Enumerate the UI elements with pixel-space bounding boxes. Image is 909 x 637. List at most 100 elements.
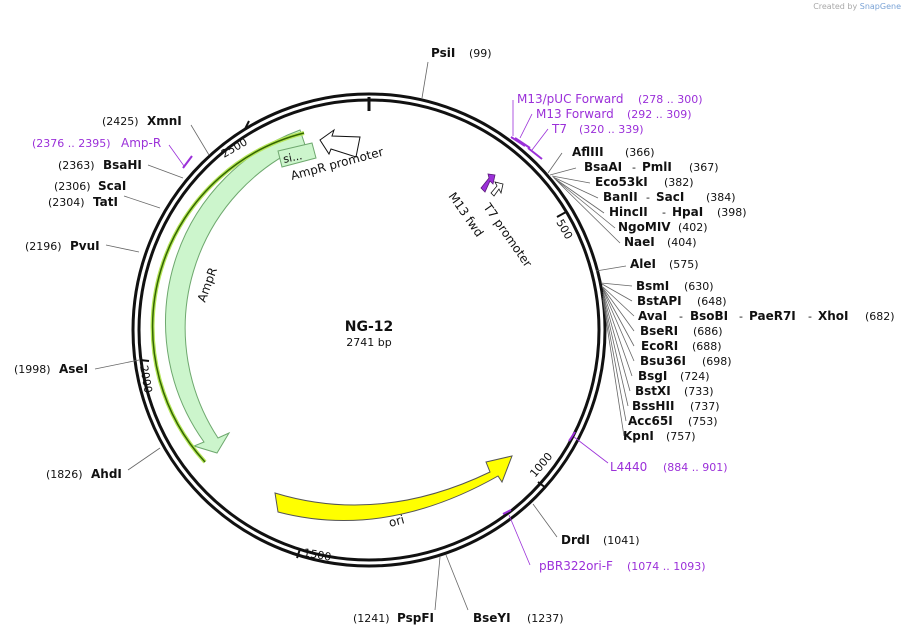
site-bsaai-name: BsaAI bbox=[584, 160, 622, 174]
m13-fwd-arrow bbox=[480, 173, 496, 193]
site-kpni-pos: (757) bbox=[666, 430, 696, 443]
site-scai-pos: (2306) bbox=[54, 180, 91, 193]
site-drdi-name: DrdI bbox=[561, 533, 590, 547]
site-bseri-name: BseRI bbox=[640, 324, 678, 338]
site-hpai-name: HpaI bbox=[672, 205, 703, 219]
tick-label-1000: 1000 bbox=[527, 450, 555, 480]
site-avai-name: AvaI bbox=[638, 309, 667, 323]
site-naei-pos: (404) bbox=[667, 236, 697, 249]
tick-1500: 1500 bbox=[296, 546, 332, 564]
primer-t7-name: T7 bbox=[551, 122, 567, 136]
snapgene-brand: SnapGene bbox=[859, 2, 901, 11]
primer-ampr-name: Amp-R bbox=[121, 136, 161, 150]
site-avai-pos: (682) bbox=[865, 310, 895, 323]
backbone-outer bbox=[131, 92, 607, 568]
site-afliii-pos: (366) bbox=[625, 146, 655, 159]
site-pspfi-name: PspFI bbox=[397, 611, 434, 625]
ampr-primer-line-dark bbox=[151, 132, 305, 463]
t7-promoter-arrow bbox=[490, 181, 504, 197]
site-pspfi-pos: (1241) bbox=[353, 612, 390, 625]
primer-l4440-range: (884 .. 901) bbox=[663, 461, 728, 474]
site-tati-pos: (2304) bbox=[48, 196, 85, 209]
site-alei-name: AleI bbox=[630, 257, 656, 271]
site-psii-pos: (99) bbox=[469, 47, 492, 60]
site-bstapi-name: BstAPI bbox=[637, 294, 682, 308]
site-bsmi-pos: (630) bbox=[684, 280, 714, 293]
site-ahdi-name: AhdI bbox=[91, 467, 122, 481]
primer-pbr-name: pBR322ori-F bbox=[539, 559, 613, 573]
site-xhoi-name: XhoI bbox=[818, 309, 849, 323]
plasmid-length: 2741 bp bbox=[346, 336, 391, 349]
site-afliii-name: AflIII bbox=[572, 145, 604, 159]
site-bsshii-name: BssHII bbox=[632, 399, 674, 413]
site-bseyi-name: BseYI bbox=[473, 611, 511, 625]
site-hincii-pos: (398) bbox=[717, 206, 747, 219]
plasmid-name: NG-12 bbox=[345, 319, 394, 335]
site-bsahi-name: BsaHI bbox=[103, 158, 142, 172]
site-bsaai-pos: (367) bbox=[689, 161, 719, 174]
site-eco53ki-name: Eco53kI bbox=[595, 175, 648, 189]
site-avai-sep3: - bbox=[808, 310, 812, 323]
primer-t7-range: (320 .. 339) bbox=[579, 123, 644, 136]
primer-m13fwd-name: M13 Forward bbox=[536, 107, 614, 121]
primer-leaders bbox=[168, 100, 609, 566]
site-alei-pos: (575) bbox=[669, 258, 699, 271]
credit-prefix: Created by bbox=[813, 2, 858, 11]
site-kpni-name: KpnI bbox=[623, 429, 654, 443]
primer-m13puc-range: (278 .. 300) bbox=[638, 93, 703, 106]
primer-markers bbox=[182, 136, 576, 515]
site-bsobi-name: BsoBI bbox=[690, 309, 728, 323]
site-banii-name: BanII bbox=[603, 190, 638, 204]
primer-pbr-range: (1074 .. 1093) bbox=[627, 560, 706, 573]
site-saci-name: SacI bbox=[656, 190, 684, 204]
site-xmni-pos: (2425) bbox=[102, 115, 139, 128]
site-ngomiv-pos: (402) bbox=[678, 221, 708, 234]
primer-ampr-range: (2376 .. 2395) bbox=[32, 137, 111, 150]
site-bstxi-pos: (733) bbox=[684, 385, 714, 398]
site-eco53ki-pos: (382) bbox=[664, 176, 694, 189]
site-drdi-pos: (1041) bbox=[603, 534, 640, 547]
site-hincii-sep: - bbox=[662, 206, 666, 219]
site-bsu36i-name: Bsu36I bbox=[640, 354, 686, 368]
site-bstxi-name: BstXI bbox=[635, 384, 671, 398]
ampr-promoter-arrow bbox=[319, 128, 361, 158]
site-pvui-name: PvuI bbox=[70, 239, 100, 253]
ori-label: ori bbox=[387, 512, 406, 530]
site-bsshii-pos: (737) bbox=[690, 400, 720, 413]
site-paer7i-name: PaeR7I bbox=[749, 309, 796, 323]
site-psii-name: PsiI bbox=[431, 46, 455, 60]
site-bstapi-pos: (648) bbox=[697, 295, 727, 308]
ori-feature-arrow bbox=[274, 455, 513, 522]
site-pvui-pos: (2196) bbox=[25, 240, 62, 253]
site-bsaai-sep: - bbox=[632, 161, 636, 174]
site-naei-name: NaeI bbox=[624, 235, 655, 249]
site-banii-pos: (384) bbox=[706, 191, 736, 204]
site-hincii-name: HincII bbox=[609, 205, 648, 219]
site-pmli-name: PmlI bbox=[642, 160, 672, 174]
site-bsmi-name: BsmI bbox=[636, 279, 669, 293]
primer-m13fwd-range: (292 .. 309) bbox=[627, 108, 692, 121]
site-ecori-name: EcoRI bbox=[641, 339, 678, 353]
site-tati-name: TatI bbox=[93, 195, 118, 209]
site-bseyi-pos: (1237) bbox=[527, 612, 564, 625]
tick-2500: 2500 bbox=[219, 120, 250, 161]
t7-promoter-label: T7 promoter bbox=[480, 200, 535, 270]
site-acc65i-name: Acc65I bbox=[628, 414, 673, 428]
site-bsahi-pos: (2363) bbox=[58, 159, 95, 172]
site-banii-sep: - bbox=[646, 191, 650, 204]
site-avai-sep1: - bbox=[679, 310, 683, 323]
ampr-label: AmpR bbox=[195, 266, 220, 304]
signal-feature bbox=[277, 142, 317, 168]
site-scai-name: ScaI bbox=[98, 179, 126, 193]
signal-label: si... bbox=[282, 149, 304, 166]
site-ngomiv-name: NgoMIV bbox=[618, 220, 671, 234]
ampr-feature-arrow bbox=[165, 129, 306, 454]
site-asei-name: AseI bbox=[59, 362, 88, 376]
site-acc65i-pos: (753) bbox=[688, 415, 718, 428]
site-bsgi-pos: (724) bbox=[680, 370, 710, 383]
leader-lines bbox=[94, 61, 635, 611]
tick-label-1500: 1500 bbox=[302, 546, 332, 564]
primer-m13puc-name: M13/pUC Forward bbox=[517, 92, 624, 106]
site-avai-sep2: - bbox=[739, 310, 743, 323]
